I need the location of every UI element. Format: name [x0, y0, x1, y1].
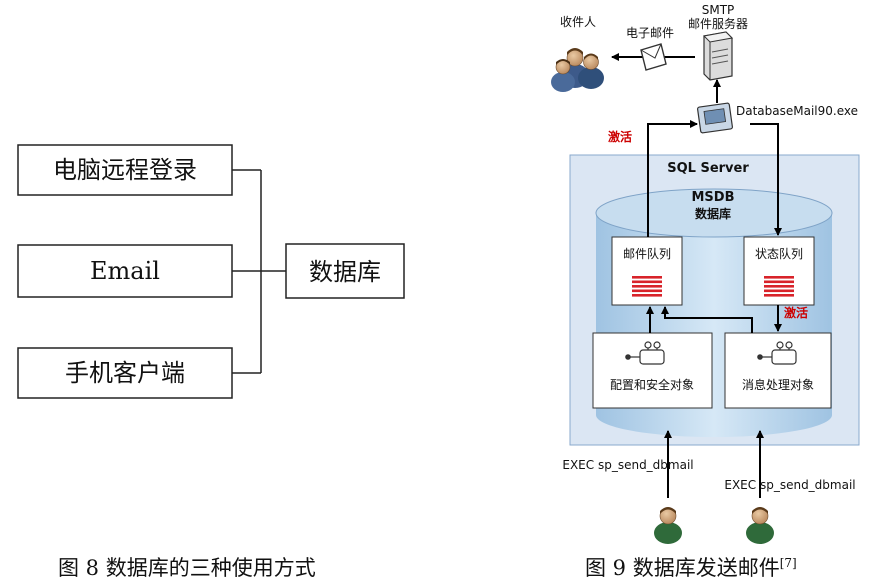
user-icon: [654, 507, 682, 544]
object-icon: [625, 341, 665, 365]
smtp-server-icon: [702, 31, 734, 81]
fig8-box-database: [285, 243, 405, 299]
fig8-box-remote-login: [17, 144, 233, 196]
fig9-caption-text: 图 9 数据库发送邮件: [585, 556, 780, 580]
fig8-connector: [232, 169, 286, 374]
exec-label-right: EXEC sp_send_dbmail: [724, 478, 855, 492]
fig9-caption-ref: [7]: [779, 556, 797, 570]
mail-queue-box: [611, 236, 683, 306]
dbmail-exe-icon: [697, 102, 733, 134]
config-security-box: [592, 332, 713, 409]
queue-icon: [764, 276, 794, 297]
fig8-label-mobile-client: 手机客户端: [65, 359, 185, 387]
msdb-sublabel: 数据库: [695, 206, 731, 221]
status-queue-box: [743, 236, 815, 306]
smtp-label-line2: 邮件服务器: [688, 16, 748, 31]
fig8-box-email: [17, 244, 233, 298]
queue-icon: [632, 276, 662, 297]
activate-label-right: 激活: [784, 305, 808, 320]
object-icon: [757, 341, 797, 365]
mail-queue-label: 邮件队列: [623, 246, 671, 261]
recipients-label: 收件人: [560, 15, 596, 29]
status-queue-label: 状态队列: [755, 246, 803, 261]
config-security-label: 配置和安全对象: [610, 377, 694, 392]
exec-label-left: EXEC sp_send_dbmail: [562, 458, 693, 472]
activate-label-top: 激活: [608, 129, 632, 144]
dbmail-exe-label: DatabaseMail90.exe: [736, 104, 858, 118]
email-label: 电子邮件: [626, 26, 674, 40]
envelope-icon: [640, 43, 667, 71]
fig8-label-remote-login: 电脑远程登录: [53, 156, 197, 184]
sql-server-label: SQL Server: [667, 161, 749, 176]
recipients-icon: [551, 48, 604, 92]
fig9-diagram: SQL Server MSDB 数据库 邮件队列 状态队列: [551, 3, 860, 544]
fig8-box-mobile-client: [17, 347, 233, 399]
fig8-caption: 图 8 数据库的三种使用方式: [58, 556, 316, 580]
msdb-label: MSDB: [692, 190, 735, 205]
fig8-diagram: 电脑远程登录 Email 手机客户端 数据库: [17, 144, 405, 399]
fig9-caption: 图 9 数据库发送邮件[7]: [585, 552, 797, 582]
smtp-label-line1: SMTP: [702, 3, 735, 17]
fig8-label-database: 数据库: [309, 258, 381, 286]
fig8-label-email: Email: [90, 257, 160, 285]
message-processing-label: 消息处理对象: [742, 377, 814, 392]
user-icon: [746, 507, 774, 544]
